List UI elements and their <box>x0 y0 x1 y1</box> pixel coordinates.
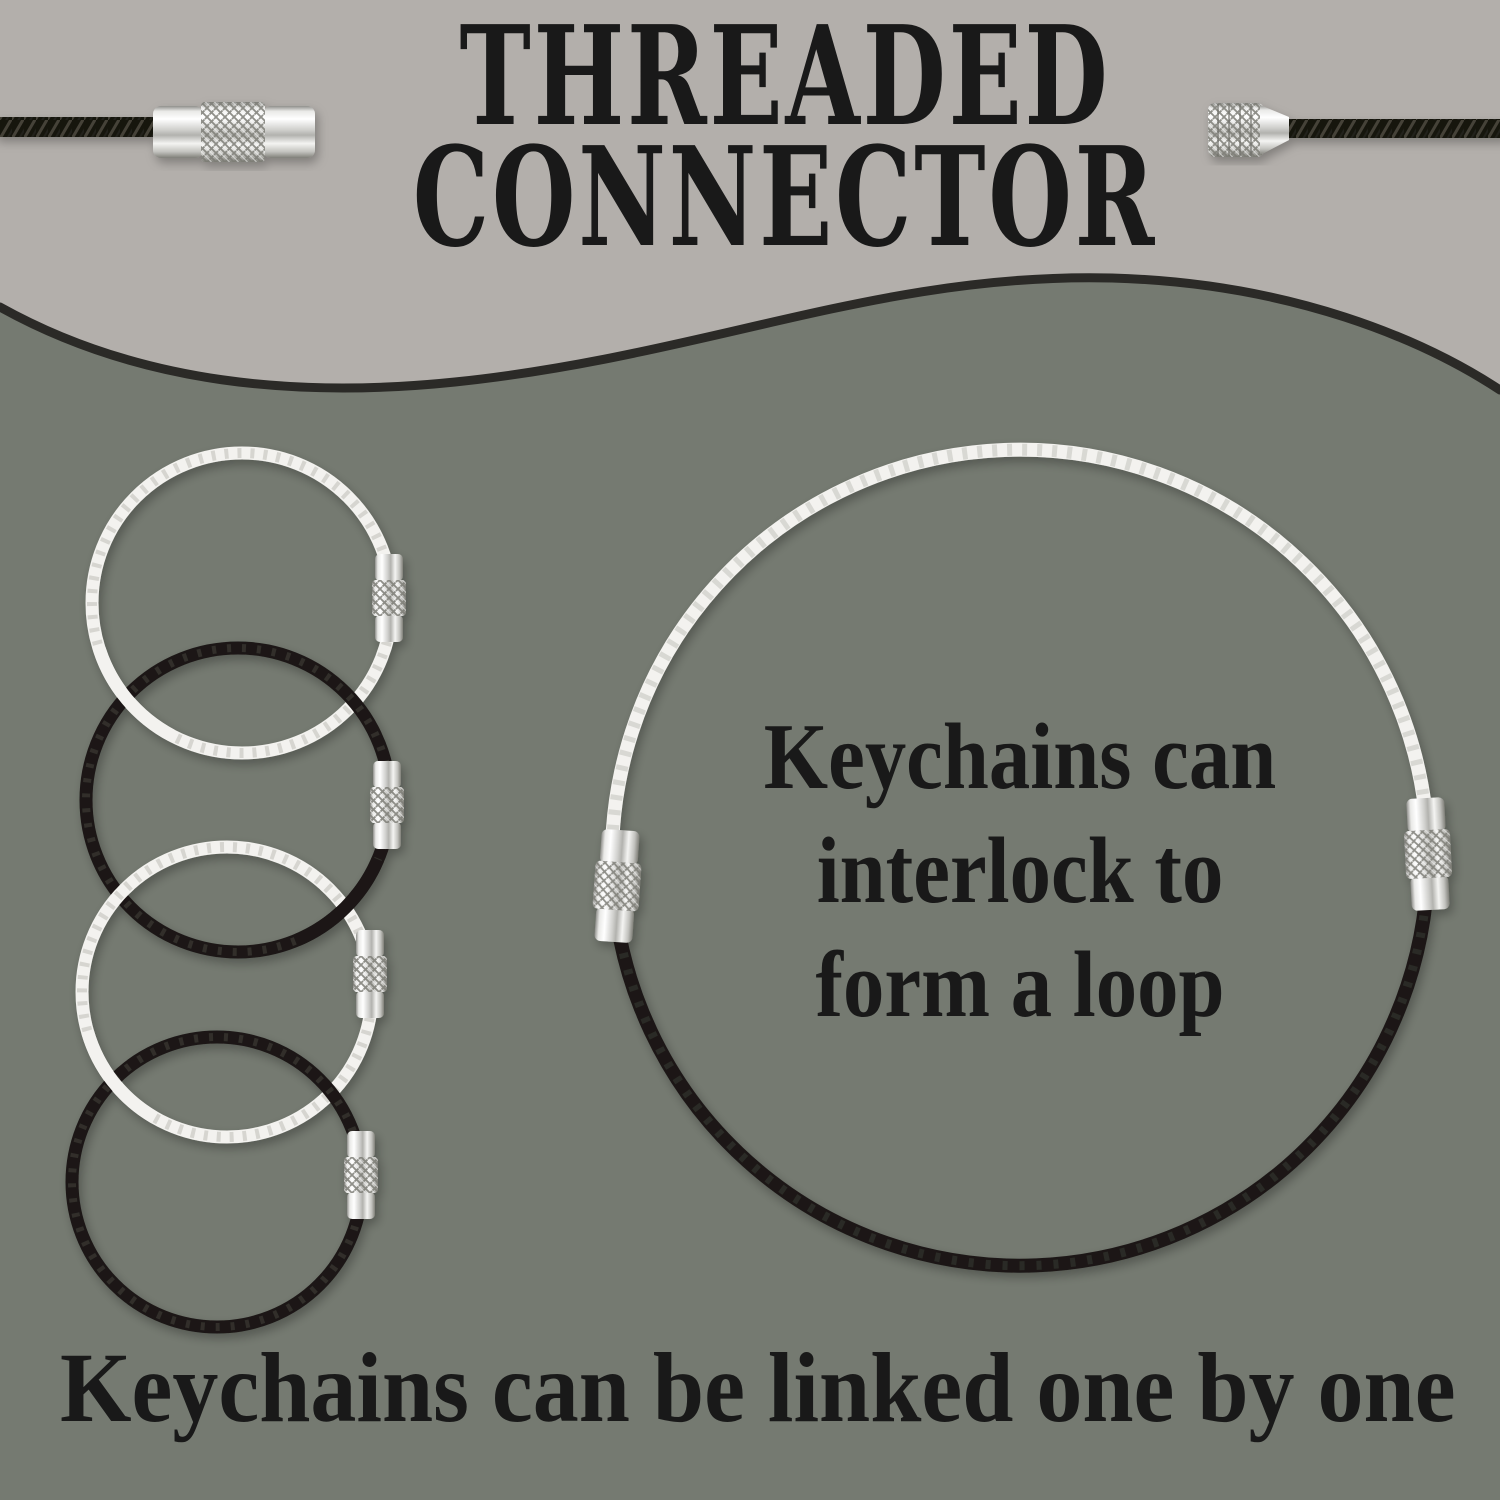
closed-connector-photo <box>0 102 315 162</box>
ring-2-clasp <box>370 761 404 849</box>
threaded-tip-threads <box>1217 104 1252 156</box>
bottom-caption: Keychains can be linked one by one <box>60 1332 1456 1443</box>
threaded-tip-cone <box>1260 105 1289 155</box>
loop-black-texture <box>608 853 1433 1271</box>
ring-1-clasp <box>372 554 406 642</box>
ring-3-clasp <box>353 930 387 1018</box>
loop-caption-line-2: interlock to <box>816 819 1224 923</box>
loop-white-texture <box>606 443 1434 887</box>
loop-caption-line-1: Keychains can <box>763 705 1277 809</box>
loop-caption: Keychains can interlock to form a loop <box>598 700 1443 1042</box>
keychain-chain <box>65 446 406 1334</box>
barrel-knurl-texture <box>201 102 265 162</box>
black-cable-left <box>0 117 160 137</box>
page-title-line-2: CONNECTOR <box>412 117 1158 278</box>
top-band <box>0 0 1500 390</box>
loop-caption-line-3: form a loop <box>815 933 1225 1037</box>
page-title: THREADED CONNECTOR <box>285 0 1286 278</box>
barrel-cap-left <box>153 106 203 158</box>
interlocked-loop <box>590 442 1454 1273</box>
page-title-line-1: THREADED <box>459 0 1111 157</box>
open-connector-photo <box>1208 103 1500 157</box>
barrel-cap-right <box>263 106 315 158</box>
black-cable-right <box>1284 119 1500 138</box>
divider-wave <box>0 273 1500 395</box>
ring-4-clasp <box>344 1131 378 1219</box>
